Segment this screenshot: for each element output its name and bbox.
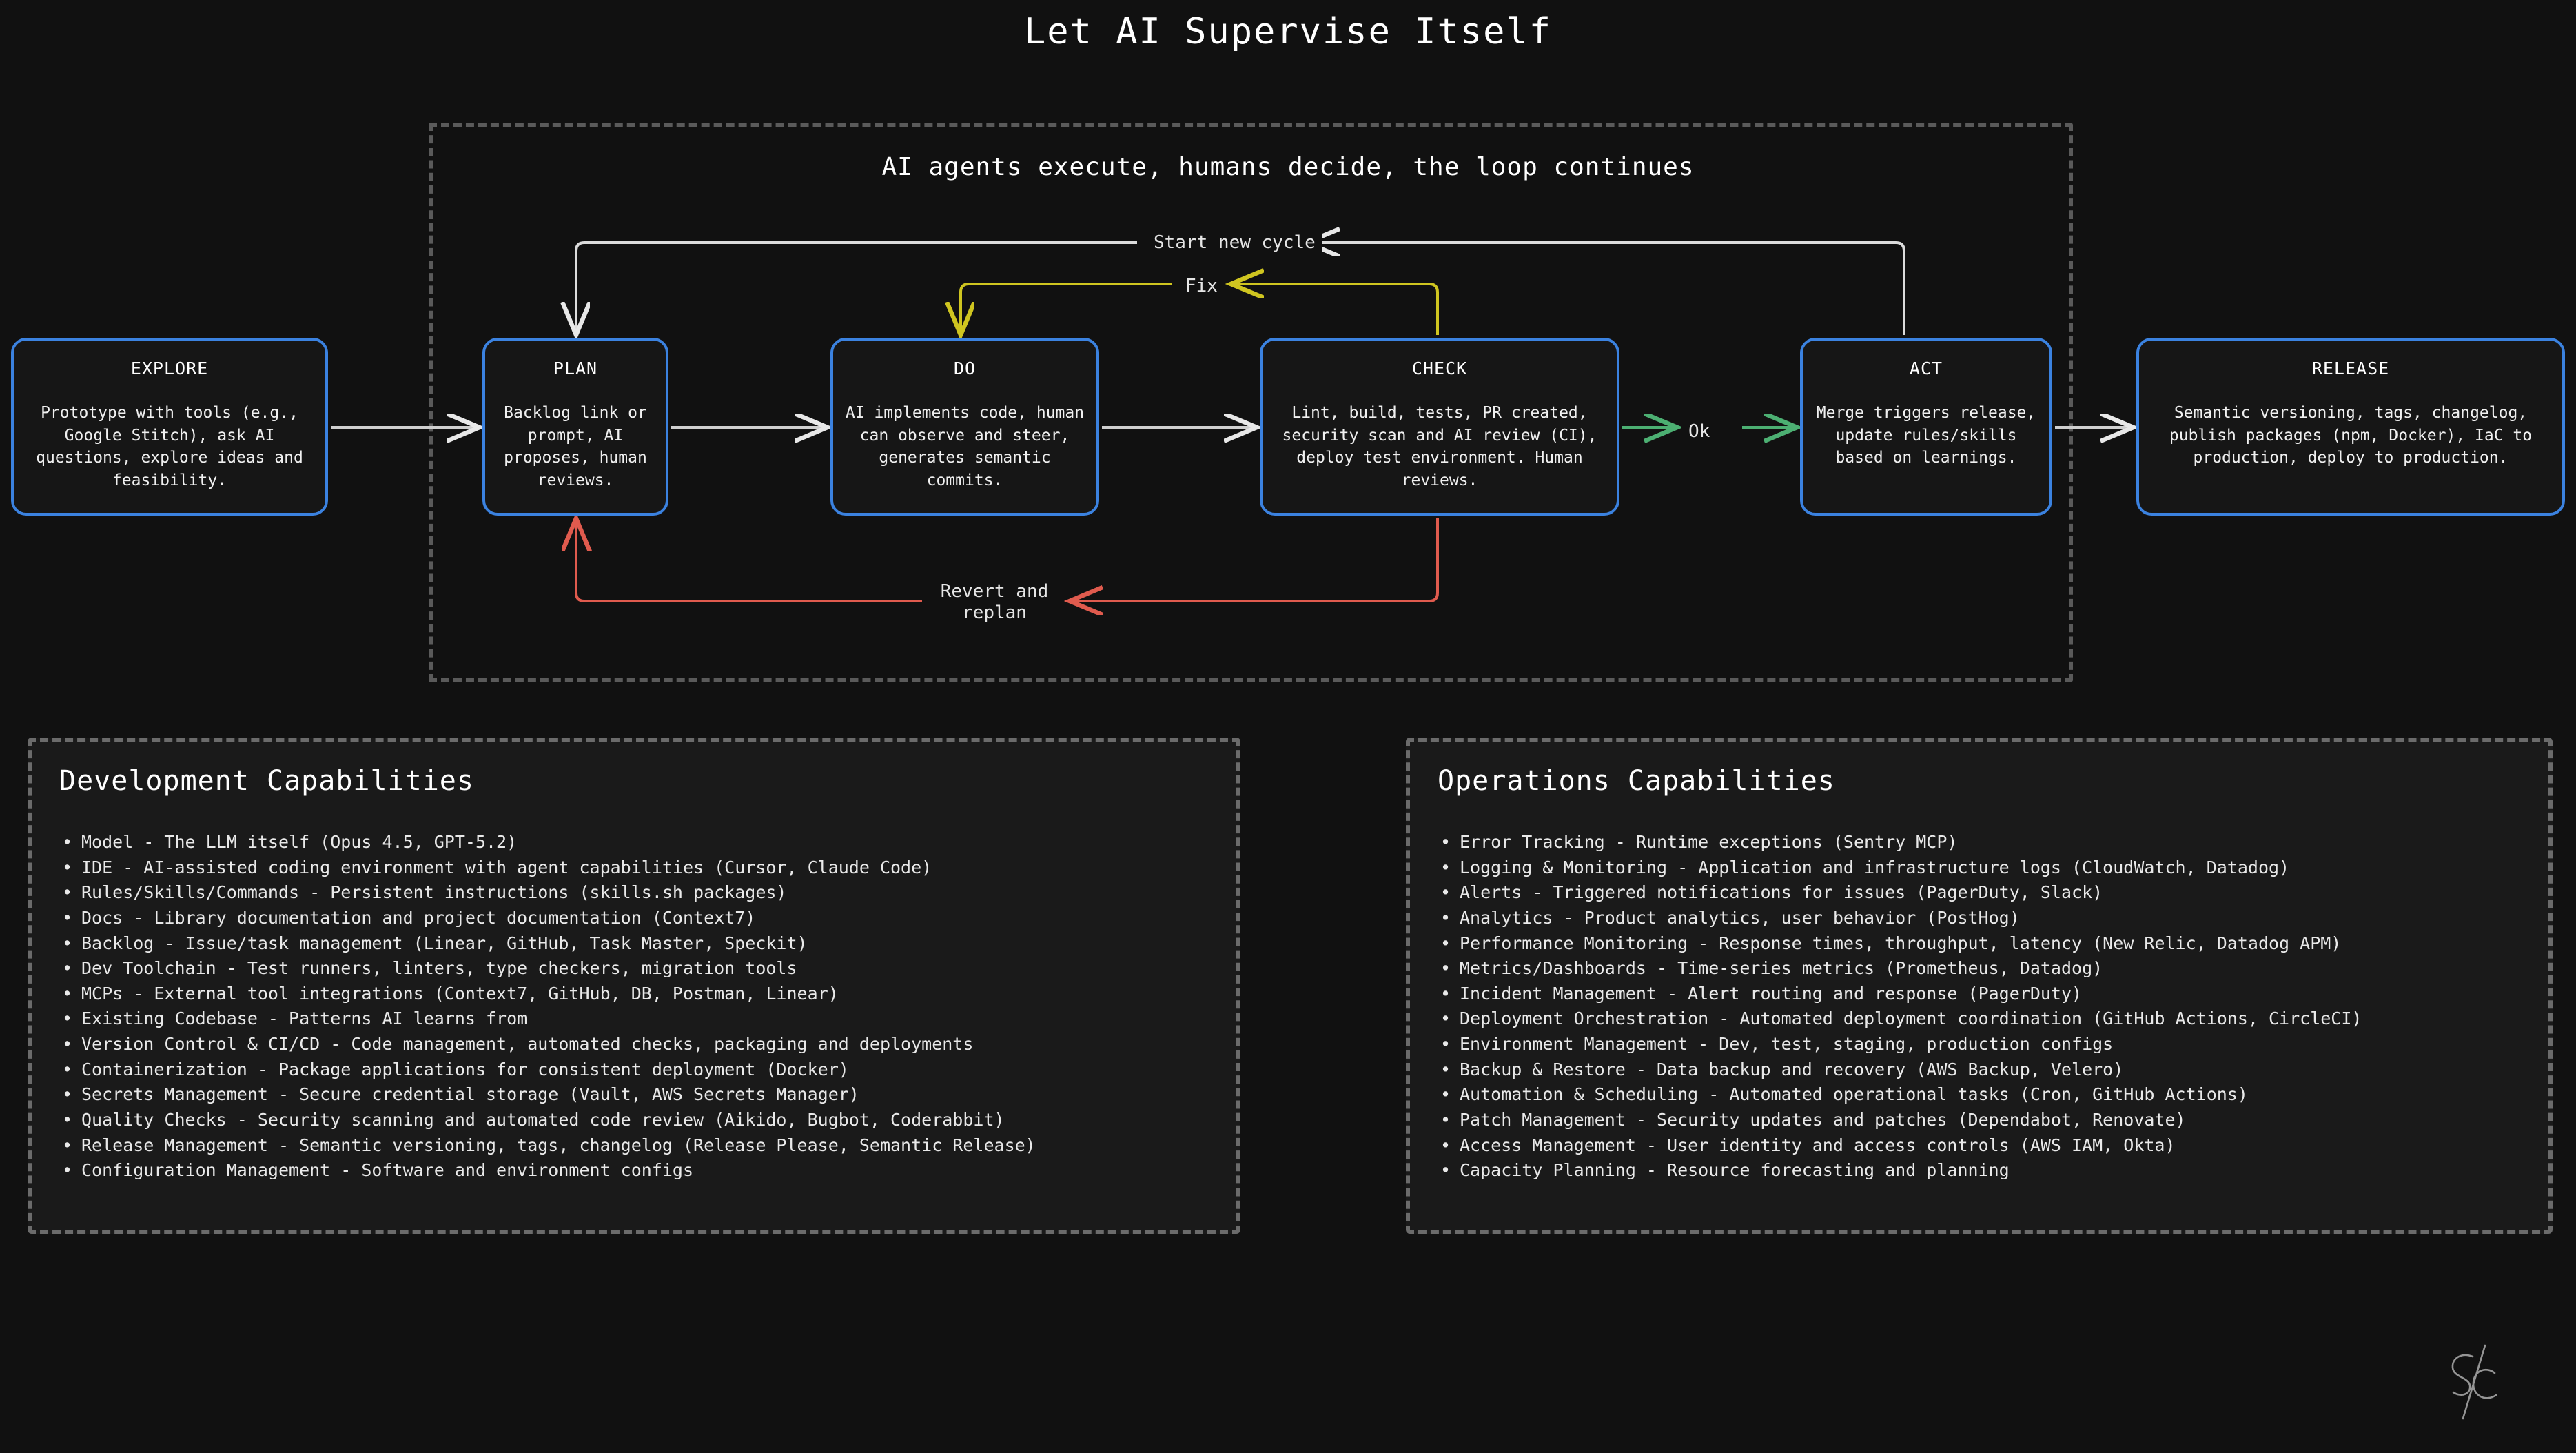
list-item: Docs - Library documentation and project… <box>59 906 1209 931</box>
list-item: Incident Management - Alert routing and … <box>1438 982 2521 1007</box>
list-item: Backup & Restore - Data backup and recov… <box>1438 1057 2521 1083</box>
development-capabilities-list: Model - The LLM itself (Opus 4.5, GPT-5.… <box>59 830 1209 1183</box>
list-item: Backlog - Issue/task management (Linear,… <box>59 931 1209 957</box>
flow-subtitle: AI agents execute, humans decide, the lo… <box>881 153 1695 181</box>
stage-title-release: RELEASE <box>2311 358 2390 378</box>
list-item: Capacity Planning - Resource forecasting… <box>1438 1158 2521 1183</box>
list-item: Deployment Orchestration - Automated dep… <box>1438 1006 2521 1032</box>
edge-label-revert-line1: Revert and <box>940 581 1049 602</box>
list-item: Patch Management - Security updates and … <box>1438 1108 2521 1133</box>
list-item: IDE - AI-assisted coding environment wit… <box>59 855 1209 881</box>
stage-act[interactable]: ACT Merge triggers release, update rules… <box>1800 338 2052 516</box>
operations-capabilities-panel: Operations Capabilities Error Tracking -… <box>1406 738 2553 1234</box>
list-item: Release Management - Semantic versioning… <box>59 1133 1209 1159</box>
stage-desc-explore: Prototype with tools (e.g., Google Stitc… <box>36 404 303 489</box>
edge-label-start-new-cycle: Start new cycle <box>1147 232 1322 254</box>
list-item: Metrics/Dashboards - Time-series metrics… <box>1438 956 2521 982</box>
list-item: Secrets Management - Secure credential s… <box>59 1082 1209 1108</box>
list-item: Logging & Monitoring - Application and i… <box>1438 855 2521 881</box>
edge-label-fix: Fix <box>1178 276 1225 298</box>
edge-label-ok: Ok <box>1681 421 1717 443</box>
page-title: Let AI Supervise Itself <box>1023 11 1553 52</box>
list-item: Alerts - Triggered notifications for iss… <box>1438 880 2521 906</box>
edge-label-revert-line2: replan <box>962 602 1027 624</box>
list-item: Rules/Skills/Commands - Persistent instr… <box>59 880 1209 906</box>
list-item: Existing Codebase - Patterns AI learns f… <box>59 1006 1209 1032</box>
stage-check[interactable]: CHECK Lint, build, tests, PR created, se… <box>1260 338 1619 516</box>
list-item: Model - The LLM itself (Opus 4.5, GPT-5.… <box>59 830 1209 855</box>
stage-plan[interactable]: PLAN Backlog link or prompt, AI proposes… <box>482 338 668 516</box>
stage-desc-act: Merge triggers release, update rules/ski… <box>1816 404 2036 467</box>
stage-title-act: ACT <box>1909 358 1943 378</box>
list-item: Version Control & CI/CD - Code managemen… <box>59 1032 1209 1057</box>
stage-title-explore: EXPLORE <box>130 358 209 378</box>
list-item: Analytics - Product analytics, user beha… <box>1438 906 2521 931</box>
stage-desc-check: Lint, build, tests, PR created, security… <box>1282 404 1597 489</box>
stage-release[interactable]: RELEASE Semantic versioning, tags, chang… <box>2136 338 2565 516</box>
list-item: MCPs - External tool integrations (Conte… <box>59 982 1209 1007</box>
list-item: Quality Checks - Security scanning and a… <box>59 1108 1209 1133</box>
list-item: Dev Toolchain - Test runners, linters, t… <box>59 956 1209 982</box>
list-item: Containerization - Package applications … <box>59 1057 1209 1083</box>
stage-title-do: DO <box>953 358 977 378</box>
development-capabilities-title: Development Capabilities <box>59 765 474 797</box>
stage-desc-do: AI implements code, human can observe an… <box>845 404 1085 489</box>
stage-title-check: CHECK <box>1411 358 1468 378</box>
list-item: Configuration Management - Software and … <box>59 1158 1209 1183</box>
stage-title-plan: PLAN <box>553 358 598 378</box>
list-item: Automation & Scheduling - Automated oper… <box>1438 1082 2521 1108</box>
operations-capabilities-list: Error Tracking - Runtime exceptions (Sen… <box>1438 830 2521 1183</box>
edge-label-revert-replan: Revert and replan <box>929 581 1060 624</box>
stage-desc-plan: Backlog link or prompt, AI proposes, hum… <box>504 404 647 489</box>
operations-capabilities-title: Operations Capabilities <box>1438 765 1835 797</box>
stage-explore[interactable]: EXPLORE Prototype with tools (e.g., Goog… <box>11 338 328 516</box>
list-item: Performance Monitoring - Response times,… <box>1438 931 2521 957</box>
development-capabilities-panel: Development Capabilities Model - The LLM… <box>28 738 1240 1234</box>
list-item: Access Management - User identity and ac… <box>1438 1133 2521 1159</box>
stage-do[interactable]: DO AI implements code, human can observe… <box>830 338 1099 516</box>
flow-loop-frame <box>429 123 2073 682</box>
list-item: Environment Management - Dev, test, stag… <box>1438 1032 2521 1057</box>
list-item: Error Tracking - Runtime exceptions (Sen… <box>1438 830 2521 855</box>
stage-desc-release: Semantic versioning, tags, changelog, pu… <box>2169 404 2533 467</box>
signature-monogram-icon <box>2451 1344 2497 1420</box>
